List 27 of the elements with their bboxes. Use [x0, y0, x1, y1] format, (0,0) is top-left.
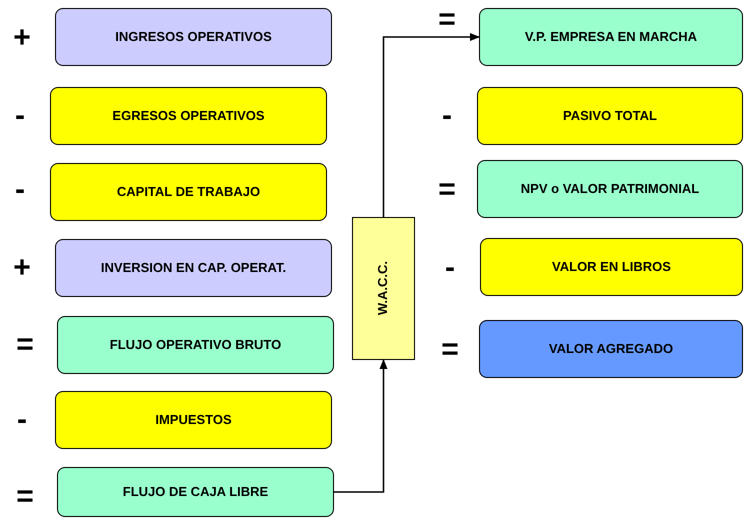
- rounded-box: FLUJO OPERATIVO BRUTO: [57, 316, 334, 374]
- rounded-box: PASIVO TOTAL: [477, 87, 743, 145]
- rounded-box: EGRESOS OPERATIVOS: [50, 87, 327, 145]
- rounded-box: VALOR EN LIBROS: [480, 238, 743, 296]
- operator-sign: =: [438, 175, 456, 205]
- rounded-box: INGRESOS OPERATIVOS: [55, 8, 332, 66]
- arrow: [334, 359, 388, 493]
- operator-sign: +: [13, 253, 31, 283]
- operator-sign: =: [441, 335, 459, 365]
- operator-sign: =: [438, 5, 456, 35]
- vertical-box: W.A.C.C.: [352, 217, 415, 360]
- rounded-box: NPV o VALOR PATRIMONIAL: [477, 160, 743, 218]
- rounded-box: FLUJO DE CAJA LIBRE: [57, 467, 334, 517]
- rounded-box: INVERSION EN CAP. OPERAT.: [55, 239, 332, 297]
- operator-sign: -: [17, 405, 27, 435]
- rounded-box: VALOR AGREGADO: [479, 320, 743, 378]
- rounded-box: IMPUESTOS: [55, 391, 332, 449]
- rounded-box: CAPITAL DE TRABAJO: [50, 163, 327, 221]
- operator-sign: =: [16, 482, 34, 512]
- operator-sign: -: [15, 175, 25, 205]
- arrow: [382, 33, 480, 217]
- operator-sign: -: [445, 253, 455, 283]
- rounded-box: V.P. EMPRESA EN MARCHA: [479, 8, 743, 66]
- operator-sign: =: [16, 330, 34, 360]
- operator-sign: -: [15, 101, 25, 131]
- operator-sign: -: [442, 101, 452, 131]
- operator-sign: +: [13, 23, 31, 53]
